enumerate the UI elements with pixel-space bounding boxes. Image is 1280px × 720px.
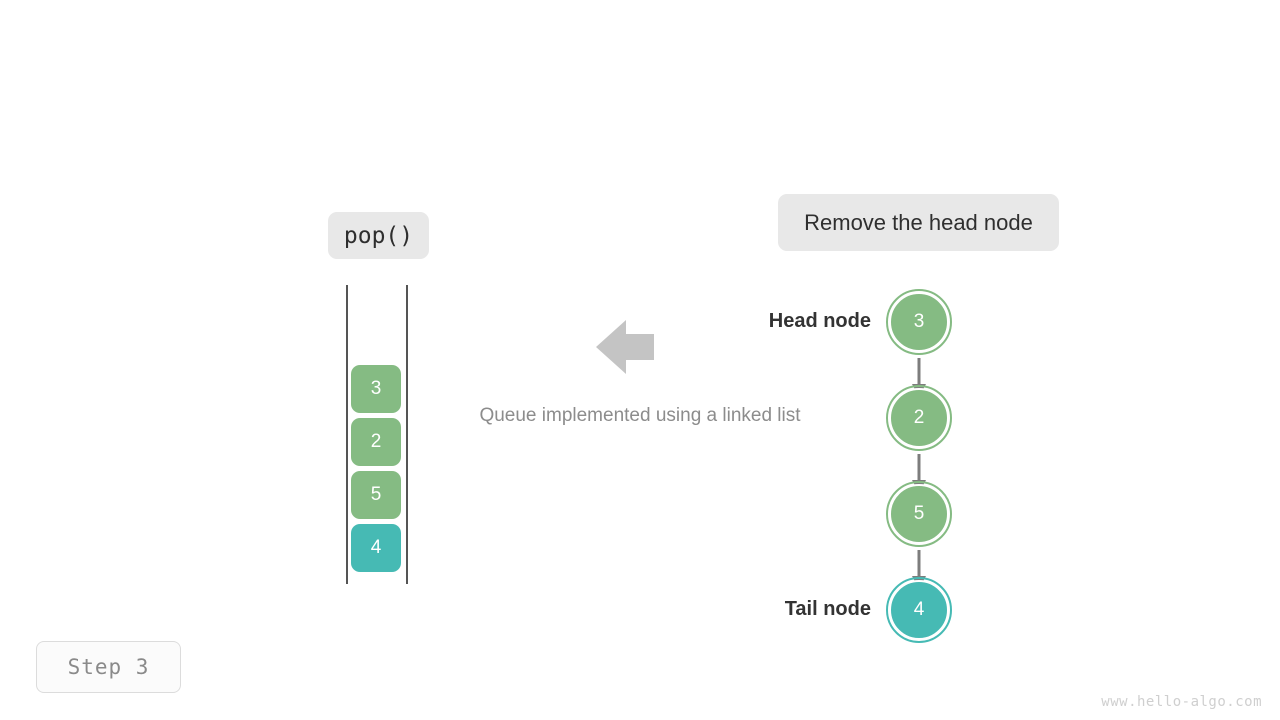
operation-code-label: pop() [328, 212, 429, 259]
list-node: 2 [889, 388, 949, 448]
node-outer-ring [886, 577, 952, 643]
left-arrow-icon [596, 320, 654, 374]
queue-rail-right [406, 285, 408, 584]
queue-tile-stack: 3 2 5 4 [351, 365, 401, 572]
node-outer-ring [886, 385, 952, 451]
queue-tile: 3 [351, 365, 401, 413]
caption-text: Queue implemented using a linked list [479, 405, 801, 426]
list-node: 4 [889, 580, 949, 640]
list-node: 3 [889, 292, 949, 352]
watermark: www.hello-algo.com [1101, 694, 1262, 710]
node-outer-ring [886, 481, 952, 547]
queue-tile: 5 [351, 471, 401, 519]
operation-description-label: Remove the head node [778, 194, 1059, 251]
node-outer-ring [886, 289, 952, 355]
tail-node-label: Tail node [784, 598, 871, 620]
queue-column: 3 2 5 4 [346, 285, 408, 584]
queue-tile: 4 [351, 524, 401, 572]
list-node: 5 [889, 484, 949, 544]
queue-rail-left [346, 285, 348, 584]
head-node-label: Head node [768, 310, 871, 332]
queue-tile: 2 [351, 418, 401, 466]
step-badge: Step 3 [36, 641, 181, 693]
